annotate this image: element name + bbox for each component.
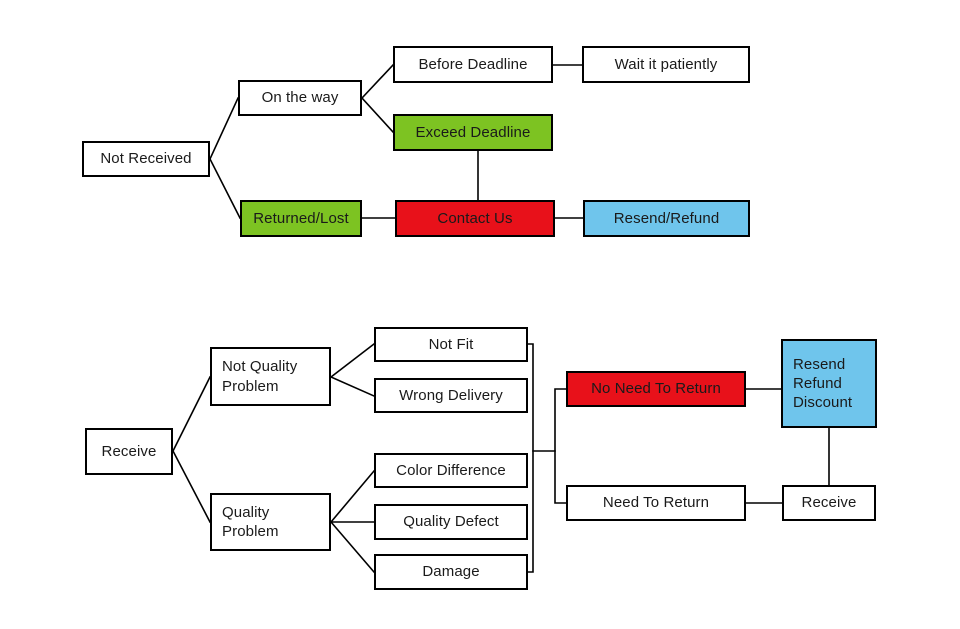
node-not-quality-problem[interactable]: Not Quality Problem bbox=[210, 347, 331, 406]
connector-not-quality-problem-to-not-fit bbox=[329, 342, 376, 379]
node-before-deadline[interactable]: Before Deadline bbox=[393, 46, 553, 83]
connector-not-received-to-on-the-way bbox=[208, 96, 240, 161]
connector-receive-to-not-quality-problem bbox=[171, 375, 212, 453]
node-not-received[interactable]: Not Received bbox=[82, 141, 210, 177]
connector-quality-problem-to-color-difference bbox=[329, 469, 376, 524]
connector-quality-problem-to-damage bbox=[329, 520, 376, 574]
connector-on-the-way-to-exceed-deadline bbox=[360, 96, 395, 134]
node-receive-2[interactable]: Receive bbox=[782, 485, 876, 521]
node-damage[interactable]: Damage bbox=[374, 554, 528, 590]
node-no-need-to-return[interactable]: No Need To Return bbox=[566, 371, 746, 407]
node-exceed-deadline[interactable]: Exceed Deadline bbox=[393, 114, 553, 151]
node-wrong-delivery[interactable]: Wrong Delivery bbox=[374, 378, 528, 413]
node-contact-us[interactable]: Contact Us bbox=[395, 200, 555, 237]
connector-not-quality-problem-to-wrong-delivery bbox=[329, 375, 376, 398]
node-wait-patiently[interactable]: Wait it patiently bbox=[582, 46, 750, 83]
connector-on-the-way-to-before-deadline bbox=[360, 63, 395, 100]
node-resend-refund-discount[interactable]: Resend Refund Discount bbox=[781, 339, 877, 428]
node-quality-problem[interactable]: Quality Problem bbox=[210, 493, 331, 551]
connector-bus-to-split bbox=[532, 388, 567, 452]
node-quality-defect[interactable]: Quality Defect bbox=[374, 504, 528, 540]
node-returned-lost[interactable]: Returned/Lost bbox=[240, 200, 362, 237]
node-not-fit[interactable]: Not Fit bbox=[374, 327, 528, 362]
connector-receive-to-quality-problem bbox=[171, 449, 212, 524]
node-resend-refund[interactable]: Resend/Refund bbox=[583, 200, 750, 237]
node-need-to-return[interactable]: Need To Return bbox=[566, 485, 746, 521]
node-receive[interactable]: Receive bbox=[85, 428, 173, 475]
connector-bus-to-split2 bbox=[554, 450, 567, 504]
connector-not-received-to-returned-lost bbox=[208, 157, 242, 220]
node-color-difference[interactable]: Color Difference bbox=[374, 453, 528, 488]
connector-bus-to-bus bbox=[527, 343, 534, 573]
node-on-the-way[interactable]: On the way bbox=[238, 80, 362, 116]
